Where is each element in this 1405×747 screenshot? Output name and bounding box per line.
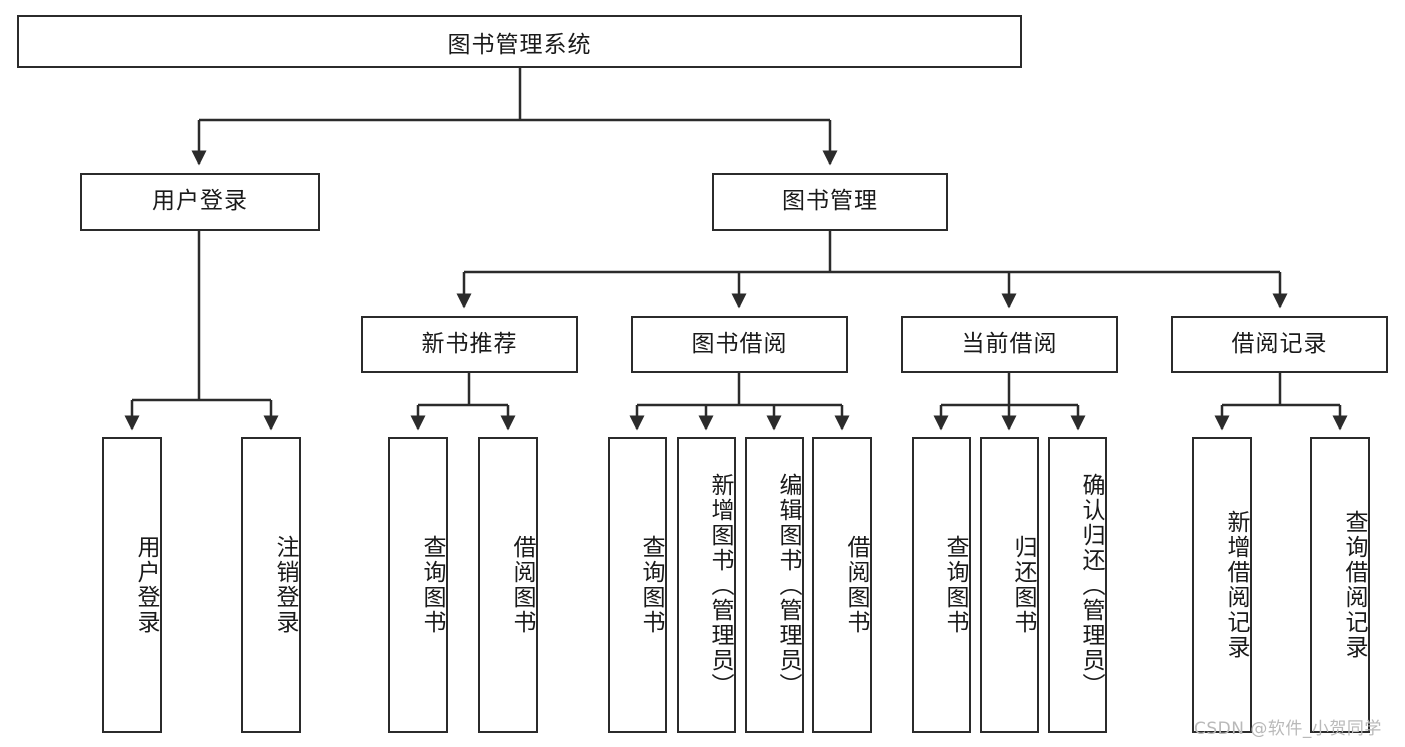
leaf-record-add-record-label: 新增借阅记录 [1223, 510, 1249, 660]
node-book-management[interactable]: 图书管理 [712, 173, 948, 231]
leaf-borrow-edit-book[interactable]: 编辑图书（管理员） [745, 437, 804, 733]
node-root-system[interactable]: 图书管理系统 [17, 15, 1022, 68]
node-new-book-recommend-label: 新书推荐 [421, 330, 518, 357]
leaf-user-logout[interactable]: 注销登录 [241, 437, 301, 733]
leaf-borrow-add-book-label: 新增图书（管理员） [707, 472, 733, 698]
leaf-user-login[interactable]: 用户登录 [102, 437, 162, 733]
csdn-watermark: CSDN @软件_小贺同学 [1194, 719, 1382, 739]
leaf-record-add-record[interactable]: 新增借阅记录 [1192, 437, 1252, 733]
node-borrow-record-label: 借阅记录 [1231, 330, 1328, 357]
node-root-label: 图书管理系统 [447, 31, 592, 58]
leaf-record-query-record-label: 查询借阅记录 [1341, 510, 1367, 660]
leaf-borrow-add-book[interactable]: 新增图书（管理员） [677, 437, 736, 733]
node-new-book-recommend[interactable]: 新书推荐 [361, 316, 578, 373]
leaf-current-query-book-label: 查询图书 [942, 535, 968, 635]
leaf-current-query-book[interactable]: 查询图书 [912, 437, 971, 733]
leaf-current-confirm-return-label: 确认归还（管理员） [1078, 472, 1104, 698]
node-book-borrow[interactable]: 图书借阅 [631, 316, 848, 373]
leaf-recommend-borrow-book[interactable]: 借阅图书 [478, 437, 538, 733]
leaf-borrow-query-book-label: 查询图书 [638, 535, 664, 635]
leaf-current-confirm-return[interactable]: 确认归还（管理员） [1048, 437, 1107, 733]
leaf-borrow-borrow-book[interactable]: 借阅图书 [812, 437, 872, 733]
leaf-recommend-query-book-label: 查询图书 [419, 535, 445, 635]
leaf-borrow-edit-book-label: 编辑图书（管理员） [775, 472, 801, 698]
node-current-borrow-label: 当前借阅 [961, 330, 1058, 357]
leaf-recommend-query-book[interactable]: 查询图书 [388, 437, 448, 733]
leaf-borrow-borrow-book-label: 借阅图书 [843, 535, 869, 635]
leaf-record-query-record[interactable]: 查询借阅记录 [1310, 437, 1370, 733]
node-book-borrow-label: 图书借阅 [691, 330, 788, 357]
leaf-borrow-query-book[interactable]: 查询图书 [608, 437, 667, 733]
leaf-current-return-book-label: 归还图书 [1010, 535, 1036, 635]
leaf-current-return-book[interactable]: 归还图书 [980, 437, 1039, 733]
node-current-borrow[interactable]: 当前借阅 [901, 316, 1118, 373]
leaf-user-logout-label: 注销登录 [272, 535, 298, 635]
node-borrow-record[interactable]: 借阅记录 [1171, 316, 1388, 373]
node-user-login[interactable]: 用户登录 [80, 173, 320, 231]
node-user-login-label: 用户登录 [152, 188, 248, 215]
leaf-user-login-label: 用户登录 [133, 535, 159, 635]
leaf-recommend-borrow-book-label: 借阅图书 [509, 535, 535, 635]
node-book-management-label: 图书管理 [782, 188, 878, 215]
